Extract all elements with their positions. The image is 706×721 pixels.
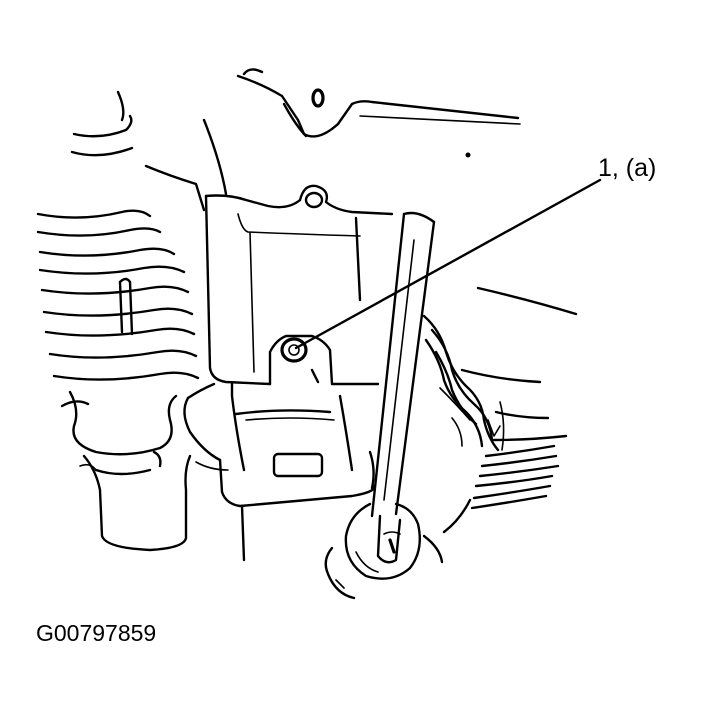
vertical-rod — [370, 211, 436, 518]
callout-label: 1, (a) — [598, 154, 657, 182]
figure-id: G00797859 — [36, 620, 157, 646]
main-housing — [204, 184, 394, 386]
left-bellows — [36, 90, 206, 552]
callout-leader-line — [294, 178, 602, 350]
rod-end-fitting — [324, 502, 444, 600]
wire-harness — [422, 286, 578, 534]
lower-pan — [183, 382, 376, 562]
upper-bracket — [202, 68, 521, 196]
